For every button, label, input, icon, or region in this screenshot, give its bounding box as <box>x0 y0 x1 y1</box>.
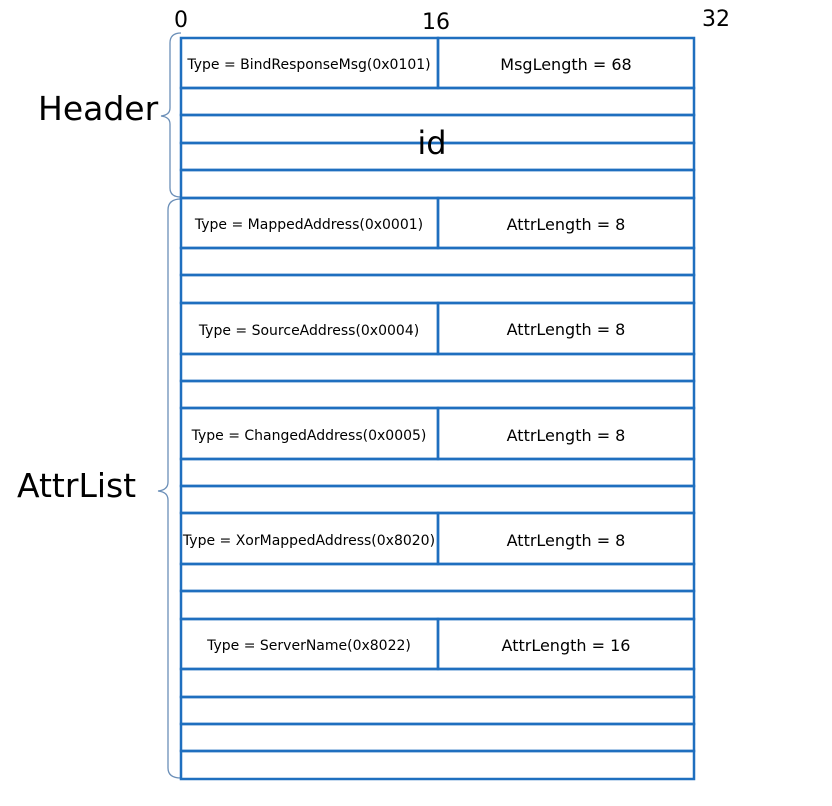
attribute-value-row <box>179 246 696 277</box>
header-id-row <box>179 168 696 200</box>
attribute-value-row <box>179 457 696 488</box>
attribute-type-label: Type = MappedAddress(0x0001) <box>194 217 423 233</box>
attrlist-brace <box>157 198 182 779</box>
attribute-value-row <box>179 562 696 593</box>
header-id-row <box>179 86 696 117</box>
bit-tick-0: 0 <box>174 8 188 33</box>
attribute-value-row <box>179 695 696 726</box>
attribute-length-label: AttrLength = 8 <box>507 215 626 234</box>
attribute-value-row <box>179 352 696 383</box>
attribute-value-row <box>179 722 696 753</box>
attribute-type-label: Type = ServerName(0x8022) <box>206 638 411 654</box>
header-block: Type = BindResponseMsg(0x0101) MsgLength… <box>179 36 696 200</box>
attribute-value-row <box>179 484 696 515</box>
header-type-label: Type = BindResponseMsg(0x0101) <box>186 57 430 73</box>
attribute-block-xor-mapped-address: Type = XorMappedAddress(0x8020) AttrLeng… <box>179 511 696 621</box>
attribute-value-row <box>179 749 696 781</box>
attribute-length-label: AttrLength = 8 <box>507 320 626 339</box>
attribute-value-row <box>179 379 696 410</box>
attribute-type-label: Type = XorMappedAddress(0x8020) <box>182 533 435 549</box>
attribute-block-mapped-address: Type = MappedAddress(0x0001) AttrLength … <box>179 196 696 305</box>
attribute-length-label: AttrLength = 16 <box>502 636 631 655</box>
attribute-type-label: Type = SourceAddress(0x0004) <box>198 323 419 339</box>
attribute-value-row <box>179 273 696 305</box>
attrlist-group-label: AttrList <box>17 466 136 505</box>
header-brace <box>160 32 182 198</box>
attribute-value-row <box>179 667 696 699</box>
bit-tick-16: 16 <box>422 10 450 35</box>
attribute-length-label: AttrLength = 8 <box>507 426 626 445</box>
attribute-value-row <box>179 589 696 621</box>
bit-tick-32: 32 <box>702 7 730 32</box>
header-id-label: id <box>417 124 446 162</box>
attribute-block-changed-address: Type = ChangedAddress(0x0005) AttrLength… <box>179 406 696 515</box>
attribute-type-label: Type = ChangedAddress(0x0005) <box>191 428 427 444</box>
attribute-length-label: AttrLength = 8 <box>507 531 626 550</box>
header-length-label: MsgLength = 68 <box>500 55 631 74</box>
attribute-block-server-name: Type = ServerName(0x8022) AttrLength = 1… <box>179 617 696 781</box>
attribute-block-source-address: Type = SourceAddress(0x0004) AttrLength … <box>179 301 696 410</box>
header-group-label: Header <box>38 89 159 128</box>
